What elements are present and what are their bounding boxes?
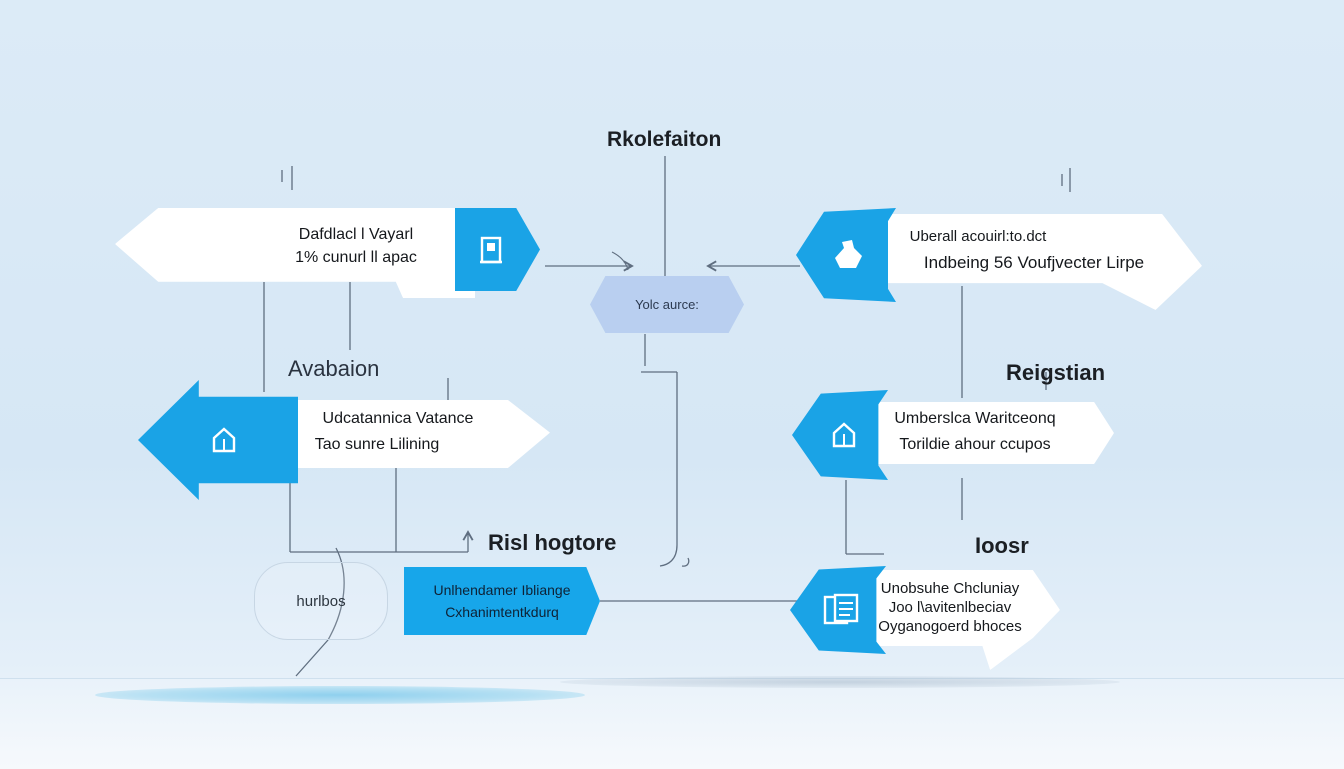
- house-icon: [831, 421, 857, 449]
- title-center-bottom: Risl hogtore: [488, 530, 617, 555]
- pill-node: hurlbos: [254, 562, 388, 640]
- card-bottom-right-line1: Unobsuhe Chcluniay: [880, 580, 1020, 597]
- floor-reflection: [95, 686, 585, 704]
- house-icon: [211, 426, 237, 454]
- bag-icon: [832, 238, 866, 272]
- blue-box-line2: Cxhanimtentkdurq: [445, 604, 559, 620]
- card-bottom-right-line3: Oyganogoerd bhoces: [878, 618, 1022, 635]
- document-icon: [822, 593, 860, 627]
- card-mid-left-line2: Tao sunre Lilining: [314, 436, 440, 453]
- card-mid-left-line1: Udcatannica Vatance: [322, 410, 474, 427]
- title-right-bottom: Ioosr: [975, 533, 1029, 558]
- blue-process-box: Unlhendamer Ibliange Cxhanimtentkdurq: [404, 567, 600, 635]
- card-top-right-line1: Uberall acouirl:to.dct: [909, 228, 1047, 245]
- title-left: Avabaion: [288, 356, 380, 381]
- card-bottom-right-line2: Joo l\avitenlbeciav: [888, 599, 1012, 616]
- card-mid-right-line2: Torildie ahour ccupos: [899, 436, 1051, 453]
- card-mid-right-line1: Umberslca Waritceonq: [894, 410, 1056, 427]
- title-top: Rkolefaiton: [607, 128, 722, 151]
- title-right: Reigstian: [1006, 360, 1106, 385]
- card-top-left-line2: 1% cunurl ll apac: [295, 249, 417, 266]
- blue-box-line1: Unlhendamer Ibliange: [433, 582, 571, 598]
- central-hub: Yolc aurce:: [590, 276, 744, 333]
- card-top-right-line2: Indbeing 56 Voufjvecter Lirpe: [923, 253, 1145, 272]
- floor-shadow: [560, 676, 1120, 688]
- card-top-left-line1: Dafdlacl l Vayarl: [298, 226, 414, 243]
- door-icon: [478, 235, 504, 265]
